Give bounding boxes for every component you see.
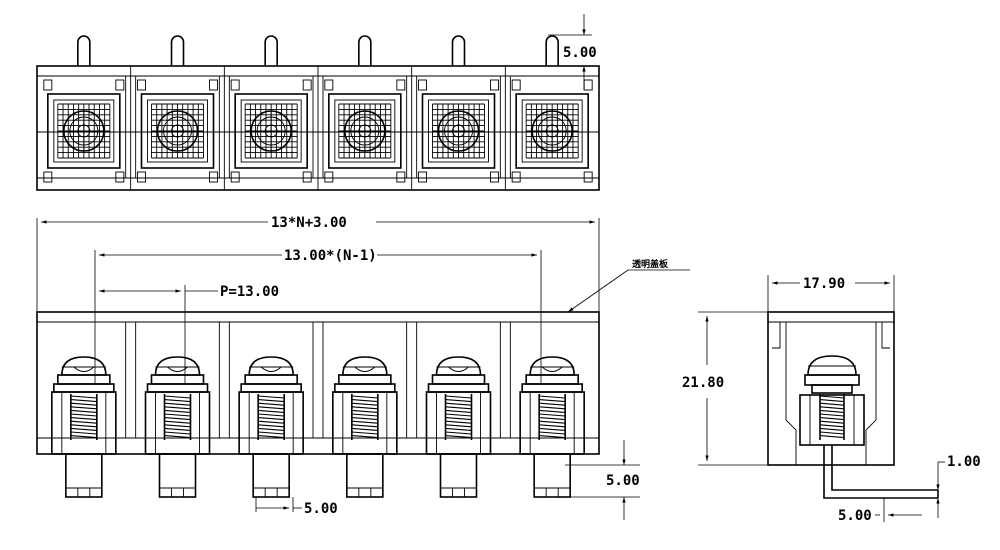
top-view-terminals [43,66,593,190]
front-terminal [51,356,117,498]
cover-label: 透明盖板 [632,258,669,270]
pin-height-label: 5.00 [563,45,597,61]
dim-side-width: 17.90 [767,275,895,312]
side-view-pin [823,445,939,499]
front-terminal [312,321,398,498]
side-width-label: 17.90 [803,276,845,292]
top-pin [545,35,559,66]
side-view-screw [799,355,865,446]
dim-total-length: 13*N+3.00 [36,215,600,312]
top-pin [170,35,185,66]
top-view: 5.00 [36,14,600,191]
side-view-body [767,311,895,466]
top-terminal [312,66,406,190]
top-terminal [406,66,499,190]
dim-span-length: 13.00*(N-1) [94,248,542,385]
bottom-height-label: 5.00 [606,473,640,489]
front-view: 13*N+3.00 13.00*(N-1) P=13.00 透明盖板 [36,215,690,520]
pitch-label: P=13.00 [220,284,279,300]
front-view-body [36,311,600,455]
front-view-terminals [51,321,585,498]
dim-side-height: 21.80 [682,311,768,466]
dim-pitch: P=13.00 [99,284,279,385]
top-terminal [125,66,218,190]
dim-pin-width: 5.00 [255,497,338,517]
span-length-label: 13.00*(N-1) [284,248,377,264]
top-terminal [43,79,125,183]
top-pin [358,35,372,66]
front-terminal [406,321,492,498]
front-terminal [218,321,304,498]
front-terminal [499,321,585,498]
front-terminal [125,321,211,498]
side-height-label: 21.80 [682,375,724,391]
pin-width-label: 5.00 [304,501,338,517]
cover-callout: 透明盖板 [567,258,690,313]
top-terminal [218,66,312,190]
side-view: 17.90 21.80 [682,275,981,524]
dim-side-offset: 1.00 [936,454,981,518]
top-view-pins [77,35,559,66]
dim-side-pin-width: 5.00 [838,498,922,524]
total-length-label: 13*N+3.00 [271,215,347,231]
side-offset-label: 1.00 [947,454,981,470]
top-pin [264,35,278,66]
top-pin [451,35,466,66]
dim-pin-height: 5.00 [548,14,597,90]
dim-bottom-height: 5.00 [565,440,640,520]
top-pin [77,35,91,66]
side-pin-width-label: 5.00 [838,508,872,524]
top-terminal [499,66,593,190]
